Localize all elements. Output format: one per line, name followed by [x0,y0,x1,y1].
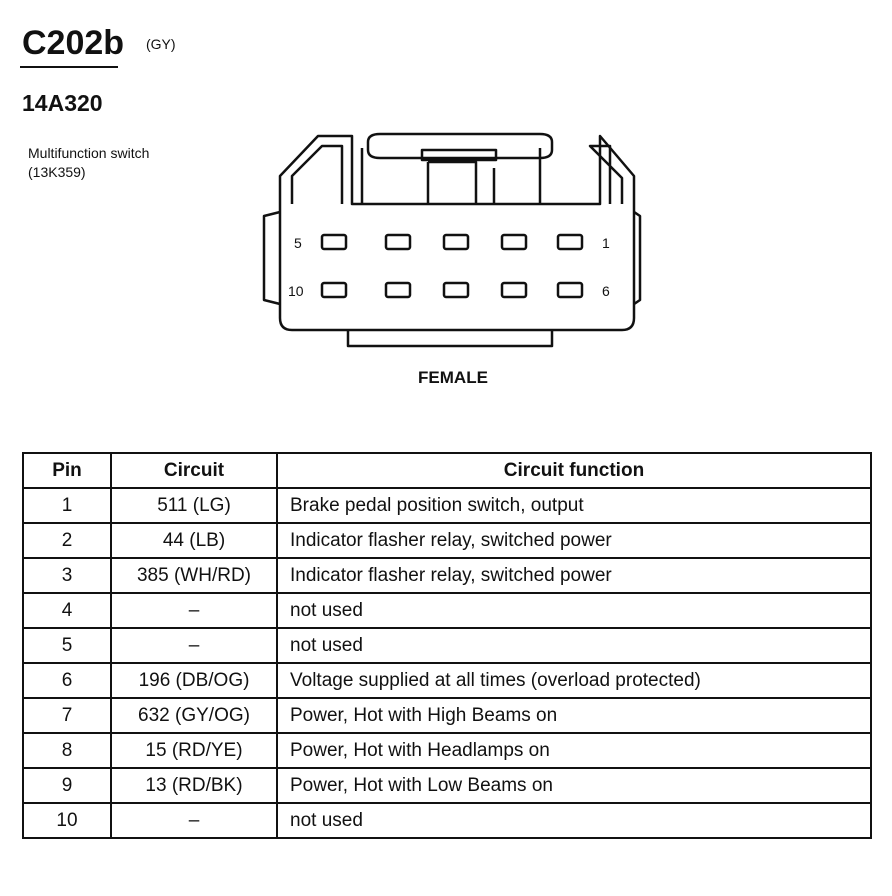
pin-cell: 9 [22,767,112,804]
function-cell: Indicator flasher relay, switched power [276,522,872,559]
circuit-cell: 632 (GY/OG) [110,697,278,734]
left-side-ridge [262,210,281,306]
circuit-cell: 511 (LG) [110,487,278,524]
pin-cell: 3 [22,557,112,594]
function-cell: Voltage supplied at all times (overload … [276,662,872,699]
pin-cavity-8 [442,281,470,299]
pin-label-10: 10 [288,283,304,299]
table-header-row: Pin Circuit Circuit function [22,452,872,489]
right-inner-shoulder [588,144,624,204]
pin-cavity-10 [320,281,348,299]
component-name: Multifunction switch [28,145,150,161]
pin-label-1: 1 [602,235,610,251]
inner-posts [360,148,542,204]
right-side-ridge [633,210,642,306]
circuit-cell: 385 (WH/RD) [110,557,278,594]
pin-cell: 6 [22,662,112,699]
part-number: 14A320 [22,90,103,116]
column-header-pin: Pin [22,452,112,489]
table-row: 5–not used [22,627,872,664]
connector-gender-label: FEMALE [418,368,488,387]
circuit-cell: 15 (RD/YE) [110,732,278,769]
pin-cell: 1 [22,487,112,524]
pin-cell: 7 [22,697,112,734]
pin-cavity-9 [384,281,412,299]
bottom-key [346,330,554,348]
function-cell: Power, Hot with High Beams on [276,697,872,734]
connector-id-underline [20,66,118,68]
column-header-circuit: Circuit [110,452,278,489]
function-cell: Power, Hot with Headlamps on [276,732,872,769]
function-cell: not used [276,802,872,839]
locking-latch [366,132,554,160]
pin-cavity-7 [500,281,528,299]
pin-cell: 5 [22,627,112,664]
pin-cell: 2 [22,522,112,559]
component-label: Multifunction switch (13K359) [28,144,149,182]
pin-label-5: 5 [294,235,302,251]
function-cell: Brake pedal position switch, output [276,487,872,524]
table-row: 10–not used [22,802,872,839]
latch-tab [428,160,478,204]
circuit-cell: – [110,627,278,664]
circuit-cell: 13 (RD/BK) [110,767,278,804]
connector-color-code: (GY) [146,36,176,52]
function-cell: not used [276,592,872,629]
pin-cavity-4 [384,233,412,251]
component-code: (13K359) [28,164,86,180]
pin-cell: 8 [22,732,112,769]
latch-inner-bar [420,148,498,162]
pin-cavity-6 [556,281,584,299]
pin-cavity-1 [556,233,584,251]
connector-face-diagram: 5 1 10 6 [262,132,642,348]
circuit-cell: – [110,592,278,629]
pin-cell: 10 [22,802,112,839]
left-inner-shoulder [290,144,344,204]
column-header-function: Circuit function [276,452,872,489]
connector-id: C202b [22,24,125,62]
pin-cavity-2 [500,233,528,251]
pin-cavity-3 [442,233,470,251]
function-cell: Indicator flasher relay, switched power [276,557,872,594]
table-row: 4–not used [22,592,872,629]
circuit-cell: – [110,802,278,839]
connector-housing [278,134,636,332]
function-cell: not used [276,627,872,664]
pin-label-6: 6 [602,283,610,299]
circuit-cell: 44 (LB) [110,522,278,559]
pin-cavity-5 [320,233,348,251]
pin-cell: 4 [22,592,112,629]
circuit-cell: 196 (DB/OG) [110,662,278,699]
function-cell: Power, Hot with Low Beams on [276,767,872,804]
